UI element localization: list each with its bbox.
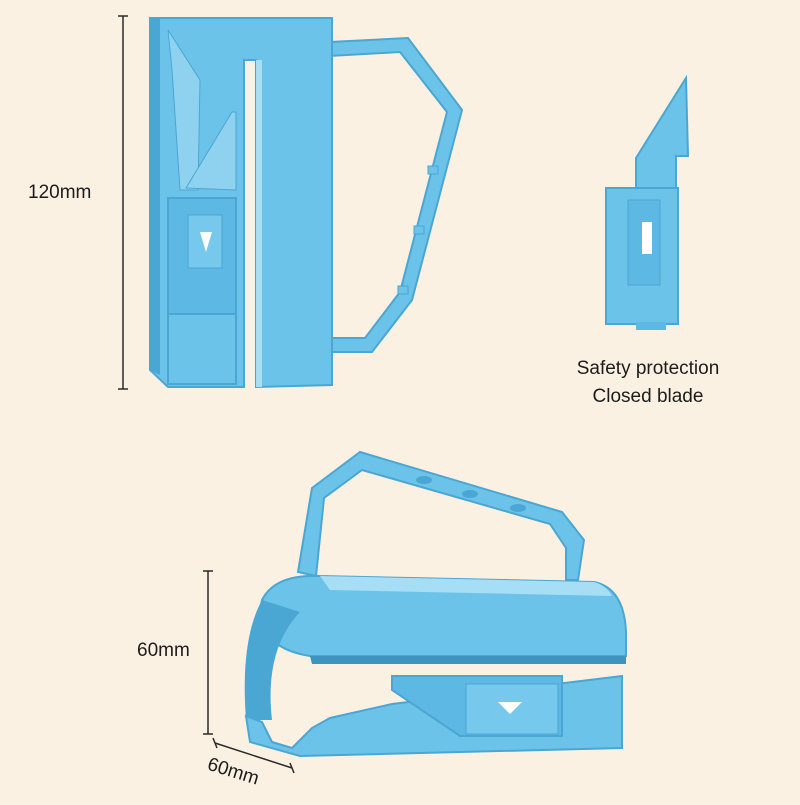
caption-line-1: Safety protection [576,358,720,379]
dimension-label-height-60: 60mm [137,640,190,661]
closed-blade-caption: Safety protection Closed blade [548,355,748,411]
cutter-perspective-view [244,450,627,758]
dimension-depth-60 [212,737,295,774]
cutter-handle-side [329,36,464,353]
cutter-side-view [149,17,464,389]
dimension-label-height-120: 120mm [28,182,92,203]
closed-blade-part [605,74,690,330]
caption-line-2: Closed blade [592,386,704,407]
dimension-height-120 [118,15,128,390]
dimension-height-60 [203,570,213,735]
cutter-handle-perspective [296,450,586,581]
